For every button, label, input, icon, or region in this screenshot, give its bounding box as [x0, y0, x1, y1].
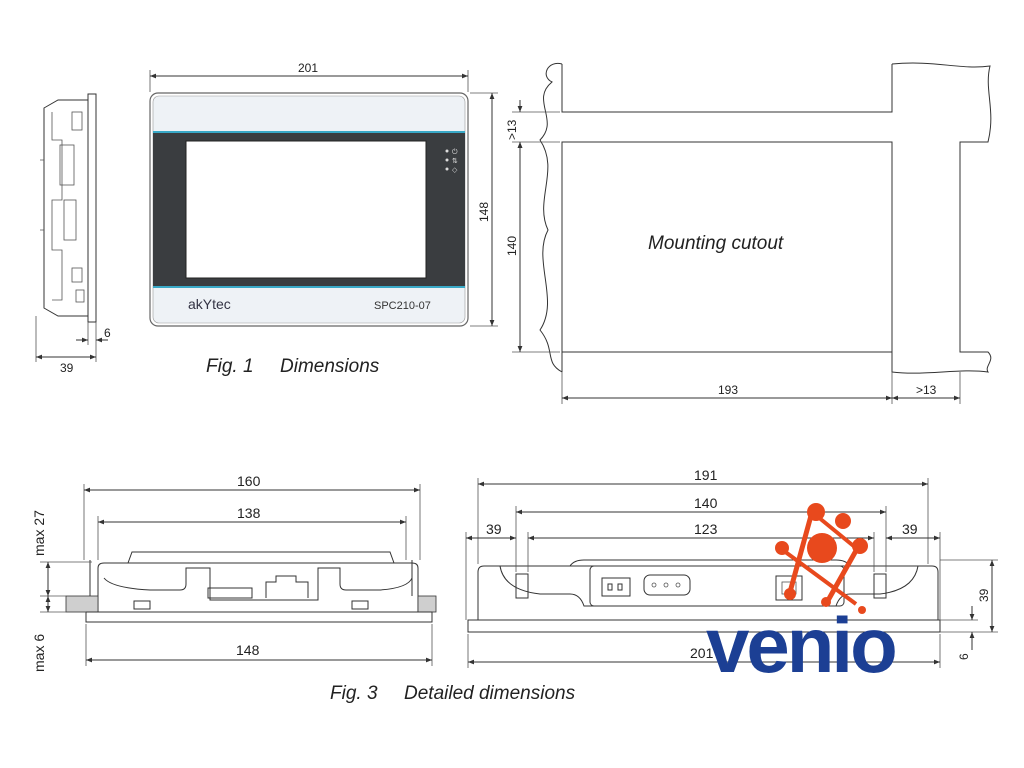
- fig3-left-view: 160 138 148 max 27 max 6: [31, 473, 437, 672]
- fig3-right-39-right-label: 39: [902, 521, 918, 537]
- model-label: SPC210-07: [374, 300, 431, 312]
- power-icon: ⏻: [452, 148, 458, 156]
- fig3-right-6-v-label: 6: [957, 653, 971, 660]
- fig3-left-160-label: 160: [237, 473, 261, 489]
- fig1-caption-num: Fig. 1: [206, 356, 254, 377]
- brand-logo: akYtec: [188, 296, 231, 312]
- cutout-label: Mounting cutout: [648, 233, 784, 254]
- venio-watermark-logo: venio: [706, 503, 898, 689]
- fig3-right-123-label: 123: [694, 521, 718, 537]
- fig3-right-39-v-label: 39: [977, 588, 991, 602]
- venio-mark-icon: [775, 503, 868, 614]
- mounting-cutout: Mounting cutout >13 140 193 >13: [505, 62, 992, 404]
- network-icon: ⇅: [452, 157, 458, 165]
- fig1-width-label: 201: [298, 61, 318, 75]
- fig3-right-201-label: 201: [690, 645, 714, 661]
- fig1-front-label: 6: [104, 326, 111, 340]
- fig1-height-label: 148: [477, 202, 491, 222]
- fig3-caption-num: Fig. 3: [330, 683, 378, 704]
- status-icon: ◇: [452, 167, 458, 174]
- venio-logo-text: venio: [706, 601, 895, 689]
- fig3-caption-text: Detailed dimensions: [404, 683, 576, 704]
- cutout-height-label: 140: [505, 236, 519, 256]
- cutout-side-margin-label: >13: [916, 383, 937, 397]
- fig3-left-138-label: 138: [237, 505, 261, 521]
- fig3-right-191-label: 191: [694, 467, 718, 483]
- fig3-right-140-label: 140: [694, 495, 718, 511]
- fig1-depth-label: 39: [60, 361, 74, 375]
- display-screen: [185, 140, 427, 279]
- fig1-front-view: ⏻ ⇅ ◇ akYtec SPC210-07 201 148: [149, 61, 498, 327]
- fig3-left-max6-label: max 6: [31, 634, 47, 672]
- cutout-width-label: 193: [718, 383, 738, 397]
- fig3-right-39-left-label: 39: [486, 521, 502, 537]
- fig1-caption-text: Dimensions: [280, 356, 380, 377]
- fig1-side-view: 39 6: [35, 93, 111, 375]
- fig3-left-max27-label: max 27: [31, 510, 47, 556]
- fig3-left-148-label: 148: [236, 642, 260, 658]
- cutout-top-margin-label: >13: [505, 119, 519, 140]
